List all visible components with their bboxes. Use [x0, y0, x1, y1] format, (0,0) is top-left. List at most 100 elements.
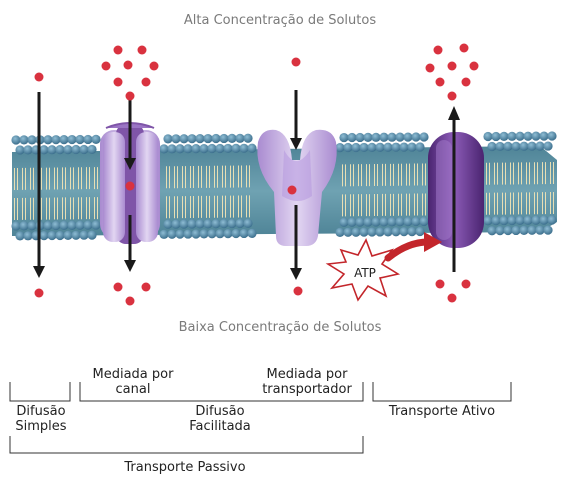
- lipid-tail: [406, 163, 410, 186]
- active-transport-bracket: [372, 382, 512, 402]
- phospholipid-head: [527, 141, 537, 151]
- phospholipid-head: [399, 227, 409, 237]
- phospholipid-head: [483, 131, 493, 142]
- phospholipid-head: [167, 229, 177, 239]
- phospholipid-head: [335, 142, 345, 153]
- atp-red-arrowhead: [424, 232, 442, 252]
- phospholipid-head: [547, 131, 557, 141]
- phospholipid-head: [391, 142, 401, 152]
- phospholipid-head: [419, 132, 429, 142]
- lipid-tail: [350, 164, 354, 187]
- solute: [469, 61, 479, 71]
- phospholipid-head: [183, 229, 193, 239]
- phospholipid-head: [71, 144, 81, 155]
- phospholipid-head: [67, 134, 77, 145]
- phospholipid-head: [175, 229, 185, 239]
- phospholipid-head: [223, 143, 233, 154]
- phospholipid-head: [359, 227, 369, 237]
- phospholipid-head: [215, 229, 225, 239]
- lipid-tail: [342, 194, 346, 217]
- phospholipid-head: [491, 131, 501, 142]
- phospholipid-head: [531, 215, 541, 225]
- lipid-tail: [534, 162, 538, 185]
- solute: [435, 77, 445, 87]
- simple-diffusion-line2: Simples: [15, 419, 67, 434]
- lipid-tail: [414, 163, 418, 186]
- phospholipid-head: [351, 227, 361, 237]
- facilitated-diffusion-label: Difusão Facilitada: [170, 404, 270, 434]
- phospholipid-head: [227, 133, 237, 143]
- phospholipid-head: [531, 131, 541, 141]
- solute: [291, 57, 301, 67]
- lipid-tail: [86, 197, 90, 220]
- lipid-tail: [350, 194, 354, 217]
- phospholipid-head: [539, 215, 549, 225]
- lipid-tail: [390, 163, 394, 186]
- phospholipid-head: [79, 230, 89, 240]
- lipid-tail: [54, 197, 58, 220]
- phospholipid-head: [511, 225, 521, 236]
- simple-diffusion-label: Difusão Simples: [5, 404, 77, 434]
- carrier-mediated-line1: Mediada por: [266, 367, 348, 382]
- lipid-tail: [94, 197, 98, 220]
- phospholipid-head: [219, 219, 229, 229]
- phospholipid-head: [515, 215, 525, 226]
- phospholipid-head: [547, 215, 557, 225]
- phospholipid-head: [487, 226, 497, 236]
- brackets: [9, 382, 512, 454]
- phospholipid-head: [63, 144, 73, 155]
- phospholipid-head: [355, 217, 365, 227]
- phospholipid-head: [387, 132, 397, 142]
- solute: [287, 185, 297, 195]
- phospholipid-head: [195, 134, 205, 144]
- phospholipid-head: [203, 219, 213, 229]
- phospholipid-head: [183, 144, 193, 154]
- lipid-tail: [70, 167, 74, 190]
- phospholipid-head: [43, 135, 53, 145]
- phospholipid-head: [215, 143, 225, 154]
- simple-diffusion-bracket: [9, 382, 71, 402]
- phospholipid-head: [499, 131, 509, 141]
- phospholipid-head: [383, 142, 393, 152]
- phospholipid-head: [219, 133, 229, 144]
- lipid-tail: [198, 165, 202, 188]
- low-concentration-label: Baixa Concentração de Solutos: [178, 320, 382, 335]
- phospholipid-head: [191, 229, 201, 239]
- lipid-tail: [230, 165, 234, 188]
- lipid-tail: [222, 165, 226, 188]
- lipid-tail: [374, 163, 378, 186]
- channel-arrow-lower: [124, 215, 136, 272]
- lipid-tail: [374, 193, 378, 216]
- phospholipid-head: [343, 142, 353, 153]
- passive-transport-bracket: [9, 436, 364, 454]
- phospholipid-head: [347, 132, 357, 143]
- phospholipid-head: [503, 225, 513, 236]
- solute: [125, 181, 135, 191]
- phospholipid-head: [499, 215, 509, 226]
- phospholipid-head: [83, 134, 93, 145]
- phospholipid-head: [415, 226, 425, 237]
- solute: [447, 293, 457, 303]
- phospholipid-head: [239, 143, 249, 153]
- lipid-tail: [166, 166, 170, 189]
- phospholipid-head: [195, 219, 205, 229]
- lipid-tail: [14, 167, 18, 190]
- lipid-tail: [30, 197, 34, 220]
- phospholipid-head: [415, 142, 425, 152]
- phospholipid-head: [39, 145, 49, 155]
- phospholipid-head: [223, 229, 233, 239]
- phospholipid-head: [11, 221, 21, 231]
- phospholipid-head: [495, 226, 505, 236]
- lipid-tails: [14, 162, 554, 220]
- phospholipid-head: [359, 142, 369, 153]
- lipid-tail: [550, 192, 554, 215]
- passive-transport-label: Transporte Passivo: [124, 460, 246, 475]
- channel-mediated-label: Mediada por canal: [78, 367, 188, 397]
- phospholipid-head: [507, 215, 517, 226]
- phospholipid-head: [235, 218, 245, 229]
- phospholipid-head: [395, 132, 405, 142]
- lipid-tail: [238, 165, 242, 188]
- phospholipid-head: [387, 217, 397, 227]
- lipid-tail: [518, 162, 522, 185]
